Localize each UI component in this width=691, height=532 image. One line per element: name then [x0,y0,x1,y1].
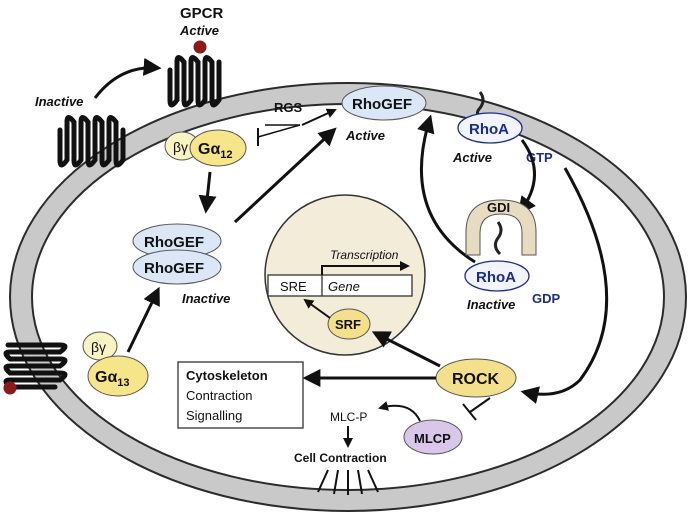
g-alpha-13-node [87,355,149,397]
gpcr-inactive-receptor [57,115,126,168]
rhoa-inactive-anchor [493,221,503,256]
rgs-to-galpha-line [257,124,301,138]
arrow-rhoa-to-gdi [517,139,536,215]
activation-arrow-gpcr [93,57,162,99]
rhogef-active-state: Active [345,128,385,143]
gene-box [267,274,413,297]
rock-mlcp-inhibition-line [469,397,491,413]
mlcp-label: MLCP [414,431,451,446]
gpcr-label: GPCR [180,5,224,22]
gdi-label: GDI [487,200,510,215]
beta-gamma-13-label: βγ [91,339,106,355]
rhogef-inactive-top-label: RhoGEF [144,234,204,251]
gdi-protein [465,199,537,256]
gpcr-active-receptor [167,55,222,108]
arrow-galpha13-to-rhogef [126,286,160,353]
rhogef-active-node [341,85,427,121]
rock-mlcp-inhibition-bar [462,403,477,421]
arrow-rhoa-cycle-left [417,114,476,264]
g-alpha-12-label: Gα12 [198,141,233,161]
gene-label: Gene [328,279,360,294]
rock-label: ROCK [452,371,500,388]
rhoa-inactive-node [464,260,530,292]
rhoa-active-label: RhoA [469,121,509,138]
ligand-active [193,40,207,54]
arrow-to-rhogef-active [301,108,337,126]
rhoa-inactive-state: Inactive [467,297,515,312]
gdp-label: GDP [532,291,561,306]
rhogef-inactive-bottom-label: RhoGEF [144,260,204,277]
rhoa-active-state: Active [452,150,492,165]
beta-gamma-12-label: βγ [173,139,188,155]
srf-node [327,308,371,340]
rhogef-active-label: RhoGEF [352,96,412,113]
cytoskeleton-box [177,361,304,429]
g-alpha-12-node [189,129,247,167]
transcription-arrow [321,261,410,275]
srf-label: SRF [335,317,361,332]
arrow-rock-to-srf [371,331,441,368]
rhogef-inactive-node-bottom [132,249,222,285]
rhoa-inactive-label: RhoA [476,269,516,286]
contraction-lines [317,469,379,495]
cytoskeleton-label: Cytoskeleton [186,368,268,383]
arrow-rhoa-to-rock [520,167,609,404]
mlc-p-label: MLC-P [330,410,367,424]
g-alpha-13-label: Gα13 [95,369,130,389]
gpcr-13-receptor [3,342,68,390]
sre-label: SRE [280,279,307,294]
rhogef-inactive-state: Inactive [182,291,230,306]
rgs-label: RGS [274,100,303,115]
gpcr-inactive-label: Inactive [35,94,83,109]
gpcr-active-label: Active [179,23,219,38]
cell-contraction-label: Cell Contraction [294,451,387,465]
mlcp-node [403,419,463,455]
signalling-label: Signalling [186,408,242,423]
ligand-13 [3,381,17,395]
rhoa-active-node [457,112,523,144]
arrow-rhogef-activation [233,127,337,224]
arrow-mlcp-to-mlcp [378,401,421,422]
contraction-label: Contraction [186,388,252,403]
arrow-galpha12-to-rhogef [198,171,217,214]
transcription-label: Transcription [330,248,399,262]
arrow-srf-to-sre [303,298,331,319]
